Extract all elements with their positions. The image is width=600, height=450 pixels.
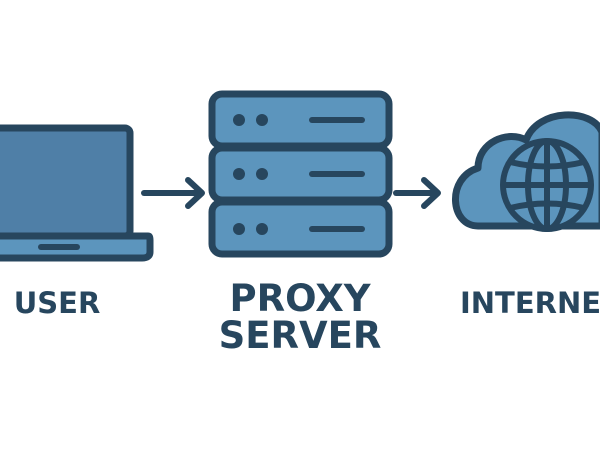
- arrow-right-icon: [393, 177, 441, 209]
- proxy-label-line2: SERVER: [219, 314, 382, 357]
- server-unit: [208, 198, 393, 258]
- cloud-globe-icon: [452, 111, 600, 232]
- server-unit: [208, 90, 393, 150]
- globe-icon: [500, 138, 594, 232]
- proxy-label-line1: PROXY: [229, 277, 371, 320]
- user-label: USER: [14, 286, 101, 320]
- server-stack-icon: [208, 90, 393, 258]
- arrow-right-icon: [141, 177, 205, 209]
- internet-label: INTERNE: [460, 286, 600, 320]
- server-unit: [208, 144, 393, 204]
- laptop-icon: [0, 124, 154, 262]
